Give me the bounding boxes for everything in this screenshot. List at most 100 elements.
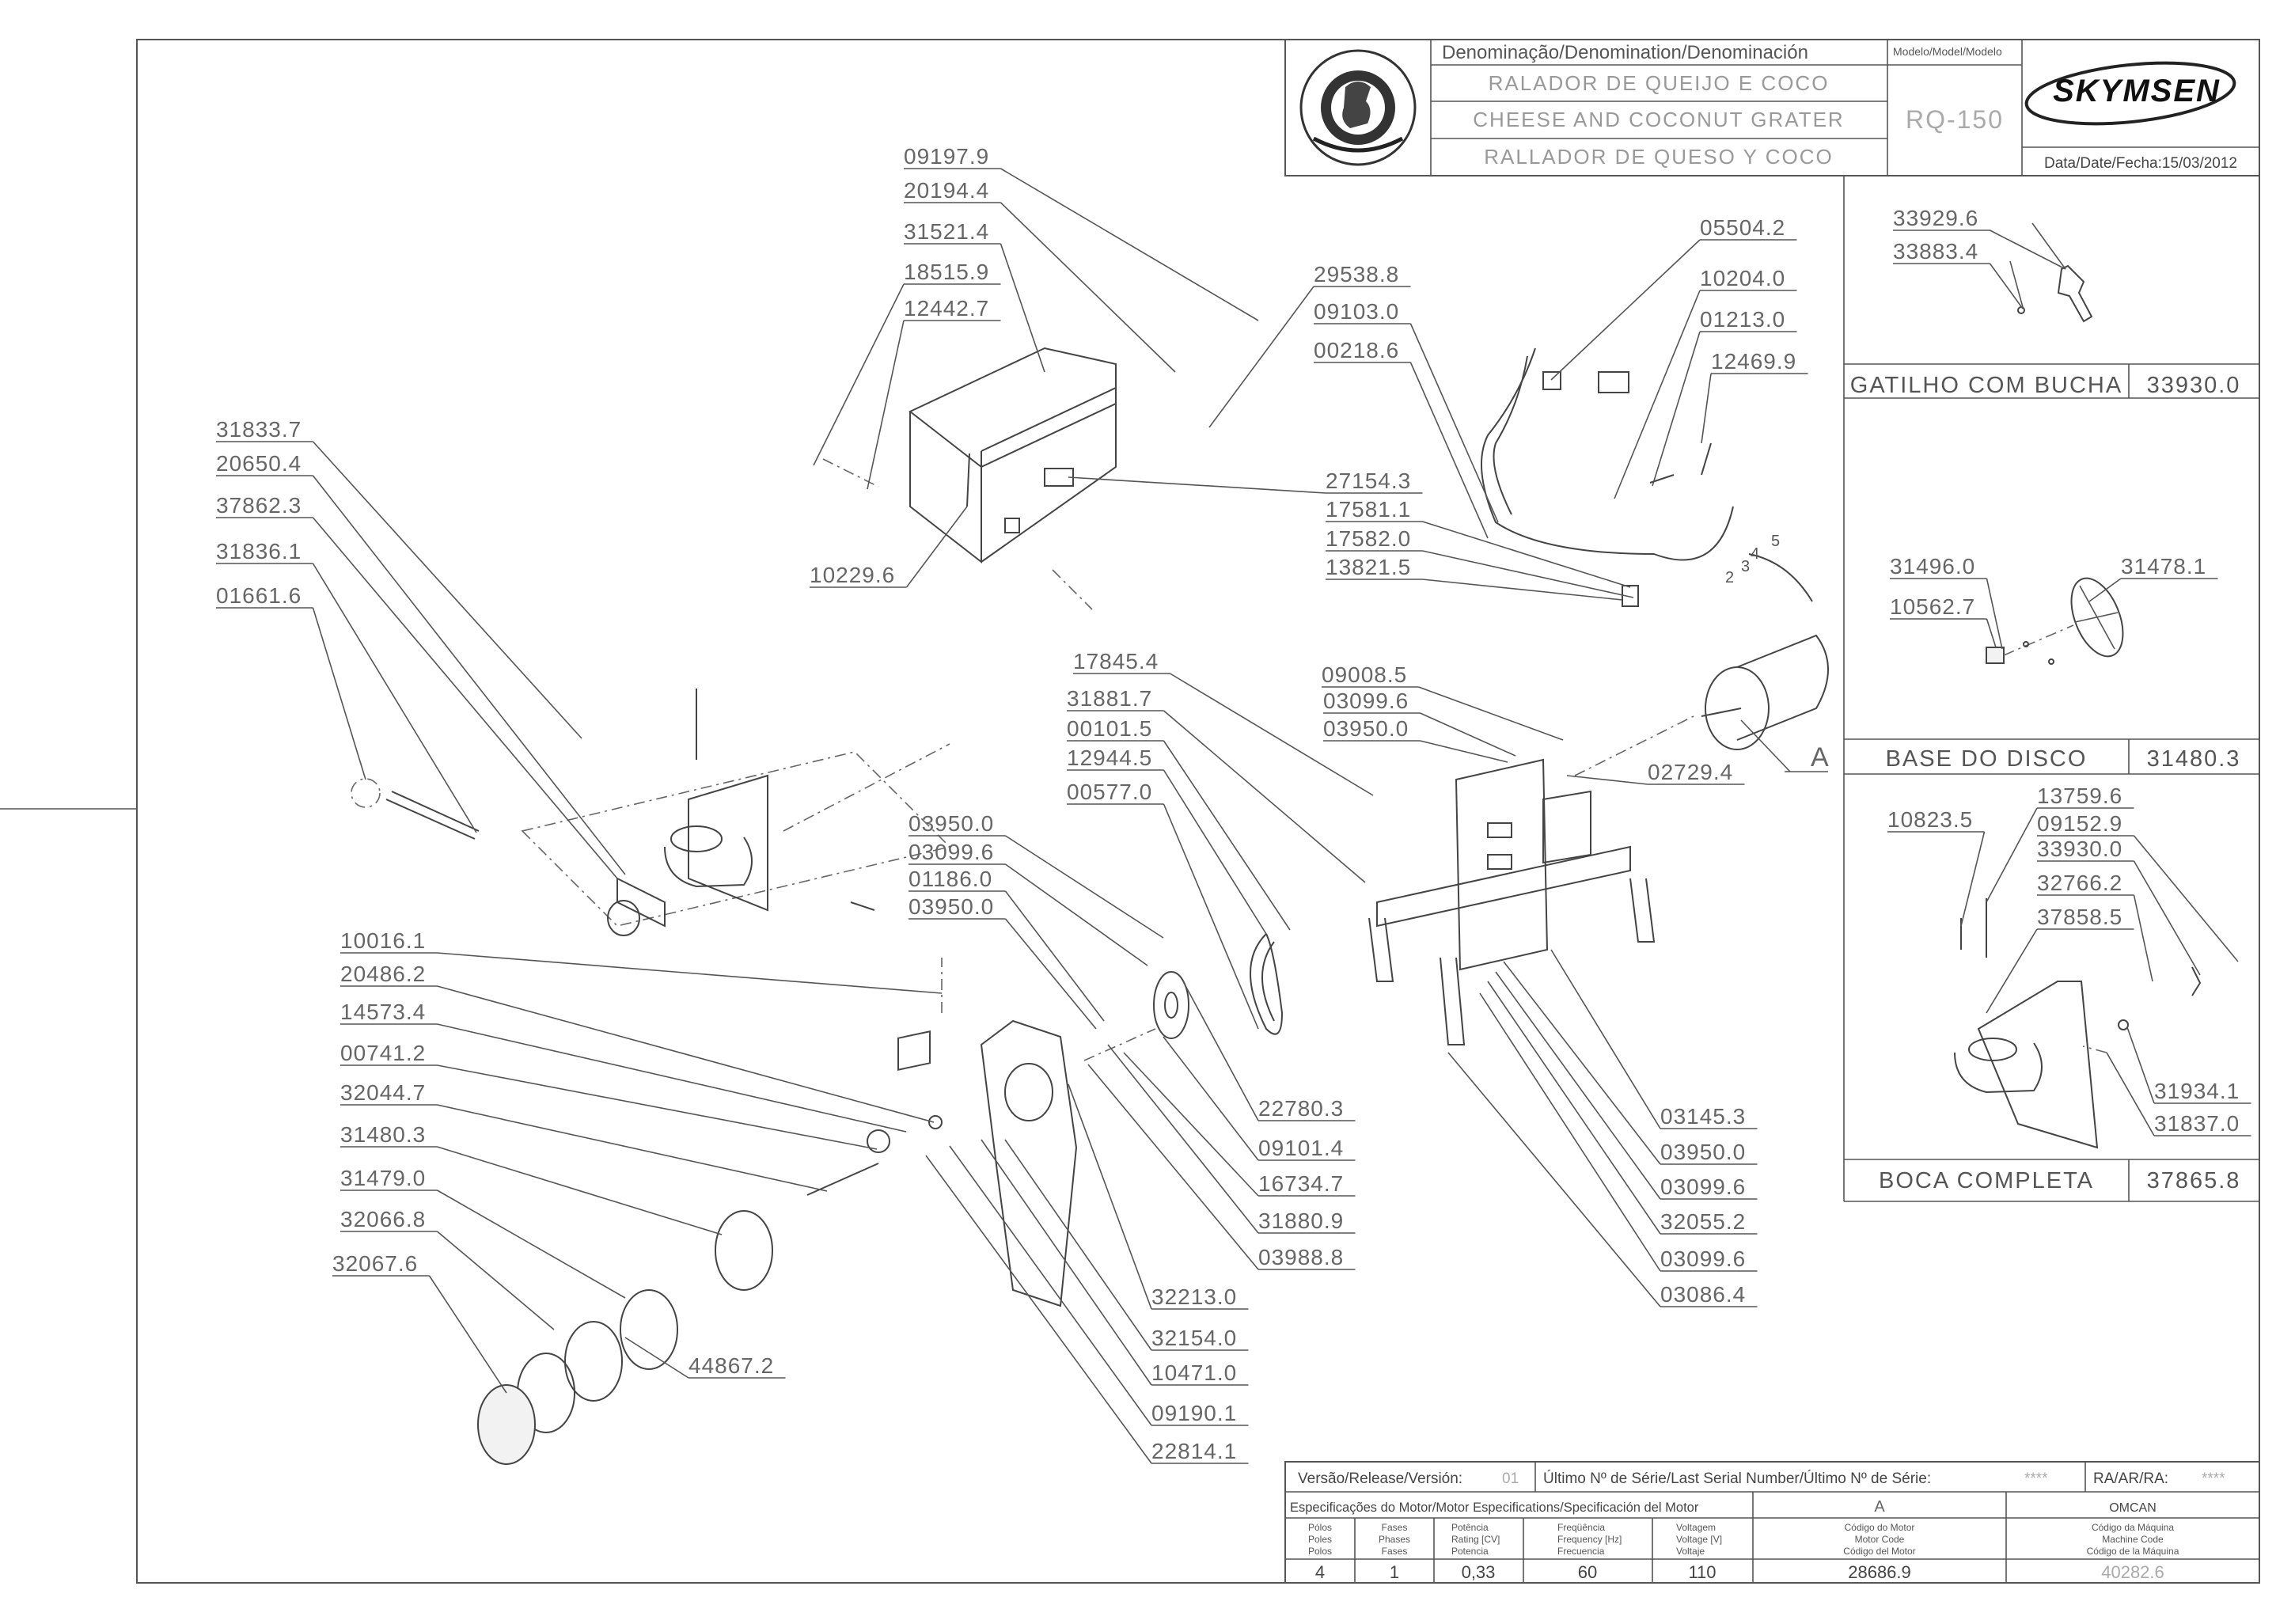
leader-line [1447, 1052, 1661, 1307]
svg-text:Potencia: Potencia [1451, 1546, 1489, 1557]
part-number-label: 37862.3 [216, 493, 302, 518]
leader-line [1550, 239, 1701, 381]
svg-text:4: 4 [1751, 545, 1759, 563]
leader-line [1004, 918, 1097, 1030]
leader-line [1123, 1052, 1259, 1197]
part-number-label: 03950.0 [909, 894, 994, 919]
product-name-en: CHEESE AND COCONUT GRATER [1473, 108, 1844, 131]
svg-text:Polos: Polos [1308, 1546, 1332, 1557]
leader-line [624, 1337, 689, 1379]
leader-line [1422, 579, 1623, 601]
leader-line [1503, 961, 1661, 1165]
part-number-label: 17582.0 [1326, 526, 1411, 551]
spec-table: Versão/Release/Versión: 01 Último Nº de … [1284, 1461, 2260, 1584]
leader-line [2106, 1052, 2155, 1136]
svg-text:Machine Code: Machine Code [2102, 1534, 2164, 1545]
leader-line [437, 1023, 907, 1133]
leader-line [1163, 740, 1291, 931]
part-number-label: 12442.7 [904, 296, 989, 321]
leader-line [1163, 769, 1267, 935]
model-code: RQ-150 [1906, 105, 2004, 134]
part-number-label: 31480.3 [340, 1122, 426, 1147]
svg-text:Frequency [Hz]: Frequency [Hz] [1557, 1534, 1622, 1545]
part-number-label: 32066.8 [340, 1207, 426, 1231]
leader-line [1986, 928, 2038, 1014]
leader-line [1990, 230, 2066, 270]
serial-label: Último Nº de Série/Last Serial Number/Úl… [1543, 1470, 1931, 1487]
svg-text:Código de la Máquina: Código de la Máquina [2087, 1546, 2179, 1557]
part-number-label: 10562.7 [1890, 594, 1975, 619]
base-disco-caption: BASE DO DISCO [1886, 746, 2088, 772]
leader-line [1986, 807, 2038, 903]
machine-frame [1368, 758, 1656, 1045]
leader-line [1495, 971, 1661, 1200]
part-number-label: 32044.7 [340, 1080, 426, 1105]
part-number-label: 20650.4 [216, 451, 302, 476]
leader-line [1418, 686, 1564, 741]
part-number-label: 20486.2 [340, 962, 426, 986]
part-number-label: 16734.7 [1258, 1171, 1344, 1196]
boca-caption: BOCA COMPLETA [1879, 1168, 2094, 1193]
part-number-label: 05504.2 [1700, 215, 1785, 240]
label-plate [897, 1030, 931, 1071]
machine-code-value: 40282.6 [2101, 1562, 2164, 1582]
leader-line-layer [216, 168, 2251, 1464]
part-number-label: 31521.4 [904, 219, 989, 244]
leader-line [1000, 202, 1176, 373]
part-number-label: 03988.8 [1258, 1245, 1344, 1269]
part-number-label: 02729.4 [1648, 760, 1733, 784]
leader-line [437, 1064, 878, 1150]
svg-text:Potência: Potência [1451, 1522, 1489, 1533]
svg-text:5: 5 [1771, 533, 1780, 550]
part-number-label: 31880.9 [1258, 1209, 1344, 1233]
lever-mouth-assembly [351, 689, 951, 936]
leader-line [1107, 1044, 1259, 1234]
part-number-label: 32154.0 [1151, 1326, 1237, 1350]
leader-line [1182, 981, 1259, 1121]
complete-mouth-drawing [1954, 898, 2202, 1149]
trigger-bushing-drawing [2009, 222, 2093, 323]
col-machine-code-header: Código da Máquina Machine Code Código de… [2087, 1522, 2179, 1557]
leader-line [1068, 1083, 1152, 1310]
leader-line [1068, 476, 1326, 494]
title-block: Denominação/Denomination/Denominación Mo… [1284, 39, 2260, 176]
part-number-label: 31479.0 [340, 1166, 426, 1190]
svg-text:Freqüência: Freqüência [1557, 1522, 1605, 1533]
part-number-label: 12469.9 [1711, 349, 1796, 374]
authorized-service-seal [1299, 49, 1417, 166]
part-number-label: 20194.4 [904, 178, 989, 203]
leader-line [1087, 1064, 1259, 1270]
part-number-label: 03145.3 [1660, 1104, 1746, 1129]
product-name-pt: RALADOR DE QUEIJO E COCO [1489, 71, 1830, 95]
leader-line [1986, 578, 2003, 650]
motor-code-value: 28686.9 [1848, 1562, 1911, 1582]
part-number-label: 31881.7 [1067, 686, 1152, 711]
leader-line [1986, 618, 1997, 648]
leader-line [1005, 835, 1164, 939]
part-number-label: 03099.6 [1660, 1246, 1746, 1271]
svg-text:Poles: Poles [1308, 1534, 1332, 1545]
top-cover [909, 347, 1117, 564]
part-number-label: 03099.6 [909, 840, 994, 864]
part-number-label: 03950.0 [909, 811, 994, 836]
part-number-label: 32067.6 [332, 1251, 418, 1276]
leader-line [312, 517, 618, 879]
part-number-label: 22814.1 [1151, 1439, 1237, 1463]
svg-text:Fases: Fases [1382, 1546, 1408, 1557]
motor-spec-label: Especificações do Motor/Motor Especifica… [1290, 1501, 1699, 1515]
part-number-label: 37858.5 [2037, 905, 2122, 929]
part-number-label: 17845.4 [1073, 649, 1159, 674]
power-value: 0,33 [1462, 1562, 1496, 1582]
part-number-label: 18515.9 [904, 260, 989, 284]
leader-line [428, 1275, 507, 1394]
part-number-label: 00741.2 [340, 1041, 426, 1065]
part-number-label: 01661.6 [216, 583, 302, 608]
svg-text:Código da Máquina: Código da Máquina [2092, 1522, 2174, 1533]
part-number-label: 09197.9 [904, 144, 989, 169]
leader-line [437, 985, 935, 1123]
model-header: Modelo/Model/Modelo [1893, 45, 2002, 58]
leader-line [1163, 1036, 1259, 1161]
part-number-label: 00101.5 [1067, 716, 1152, 741]
col-power-header: Potência Rating [CV] Potencia [1451, 1522, 1500, 1557]
part-number-label: 03099.6 [1660, 1174, 1746, 1199]
